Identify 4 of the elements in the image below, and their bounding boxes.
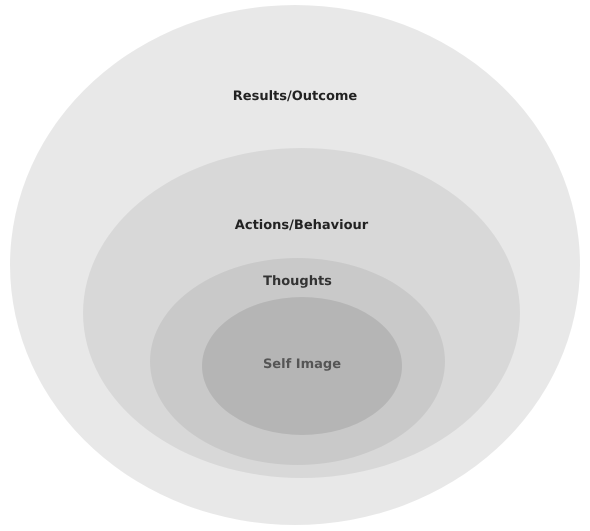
thoughts-label: Thoughts — [263, 274, 332, 289]
outcome-label: Results/Outcome — [232, 89, 358, 104]
behaviour-label: Actions/Behaviour — [234, 218, 368, 233]
self-image-label: Self Image — [262, 357, 342, 372]
